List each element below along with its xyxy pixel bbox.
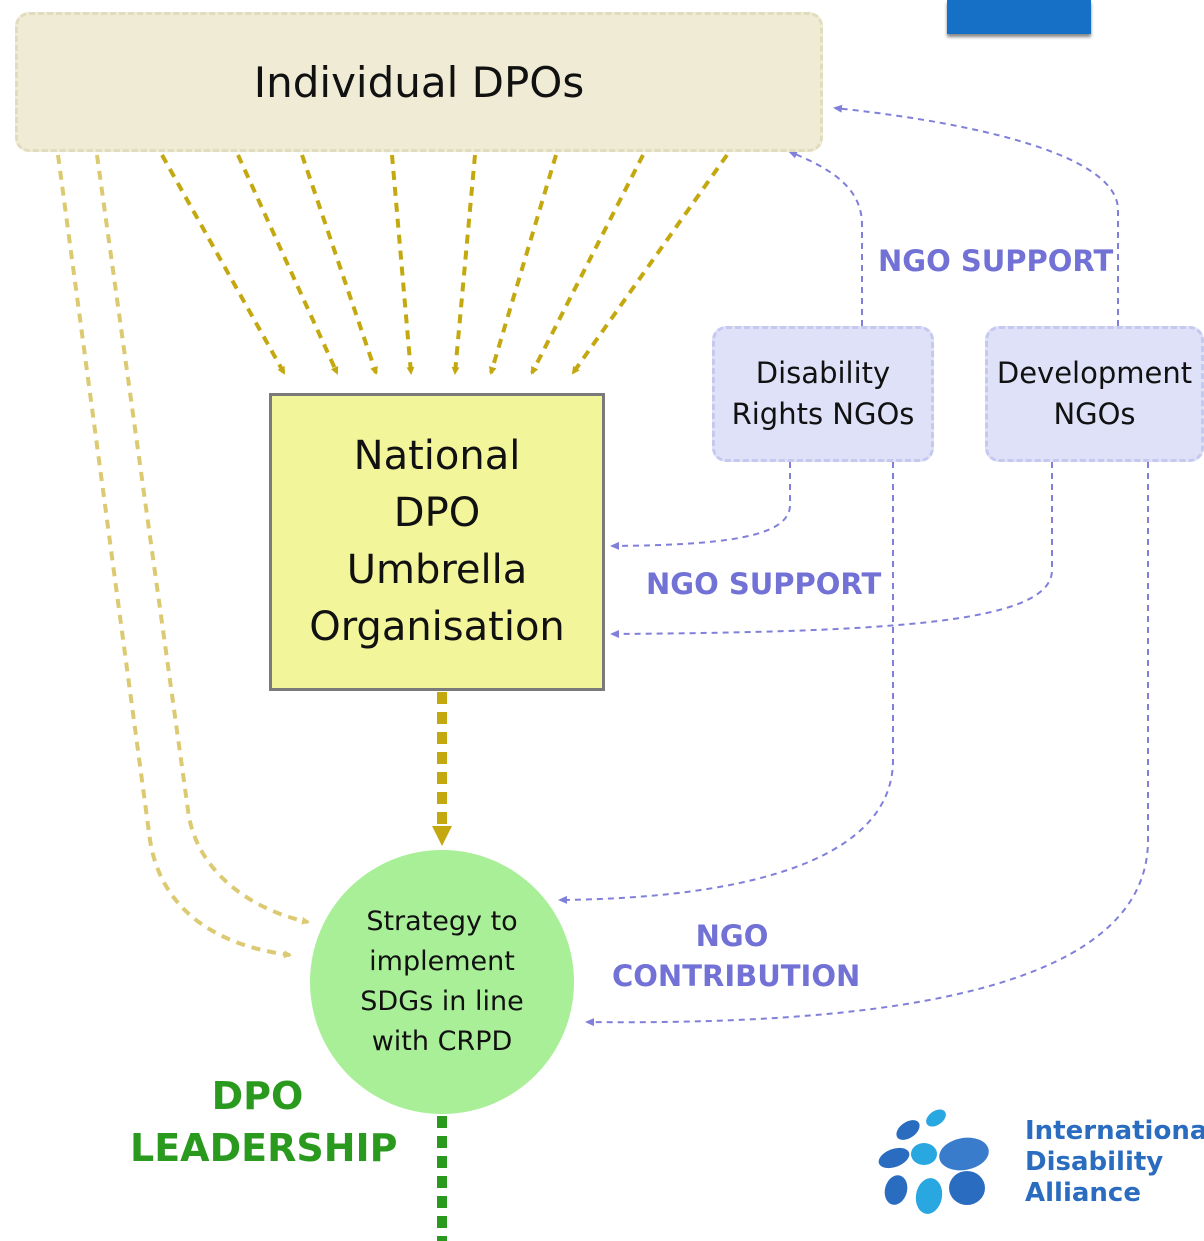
logo-petal-6	[884, 1175, 908, 1205]
dpo-arrow-7	[530, 154, 645, 375]
dpo-arrow-3	[300, 154, 378, 375]
drights-contribution	[558, 462, 894, 904]
drights-support-individual	[788, 150, 863, 326]
ngo-support-label-top: NGO SUPPORT	[878, 244, 1114, 278]
dpo-arrow-6	[488, 154, 558, 375]
logo-petal-4	[911, 1143, 937, 1165]
logo-petal-1	[896, 1120, 920, 1140]
dpo-direct-arrow-2	[95, 154, 310, 925]
dev-support-individual	[833, 104, 1119, 326]
individual-dpos-label: Individual DPOs	[253, 57, 585, 107]
dpo-direct-arrow-1	[56, 154, 292, 959]
logo-petal-7	[915, 1178, 943, 1214]
ngo-support-label-mid: NGO SUPPORT	[646, 567, 882, 601]
logo-petal-8	[949, 1171, 985, 1205]
logo-petal-5	[939, 1137, 989, 1171]
corner-blue-tab	[947, 0, 1091, 34]
dpo-to-strategy-arrows	[56, 154, 310, 959]
dpo-arrow-2	[236, 154, 339, 375]
dpo-leadership-label: DPO LEADERSHIP	[130, 1074, 398, 1170]
ngo-contribution-label: NGO CONTRIBUTION	[612, 919, 861, 993]
dpo-arrow-8	[571, 153, 729, 375]
individual-dpos-box: Individual DPOs	[15, 12, 823, 152]
dpo-arrow-5	[451, 154, 477, 375]
dpo-arrow-1	[160, 154, 286, 375]
disability-rights-ngos-box: Disability Rights NGOs	[712, 326, 934, 462]
logo-petal-3	[878, 1147, 910, 1169]
dev-support-umbrella	[610, 462, 1053, 638]
logo-petal-2	[926, 1109, 946, 1127]
ida-logo-icon	[878, 1109, 989, 1214]
ngo-arrows	[558, 104, 1149, 1027]
ida-logo-text: International Disability Alliance	[1025, 1116, 1204, 1208]
dpo-arrow-4	[390, 154, 415, 375]
drights-support-umbrella	[610, 462, 791, 550]
dpo-to-umbrella-arrows	[160, 153, 729, 375]
umbrella-organisation-box: National DPO Umbrella Organisation	[269, 393, 605, 691]
strategy-circle: Strategy to implement SDGs in line with …	[310, 850, 574, 1114]
development-ngos-box: Development NGOs	[985, 326, 1204, 462]
